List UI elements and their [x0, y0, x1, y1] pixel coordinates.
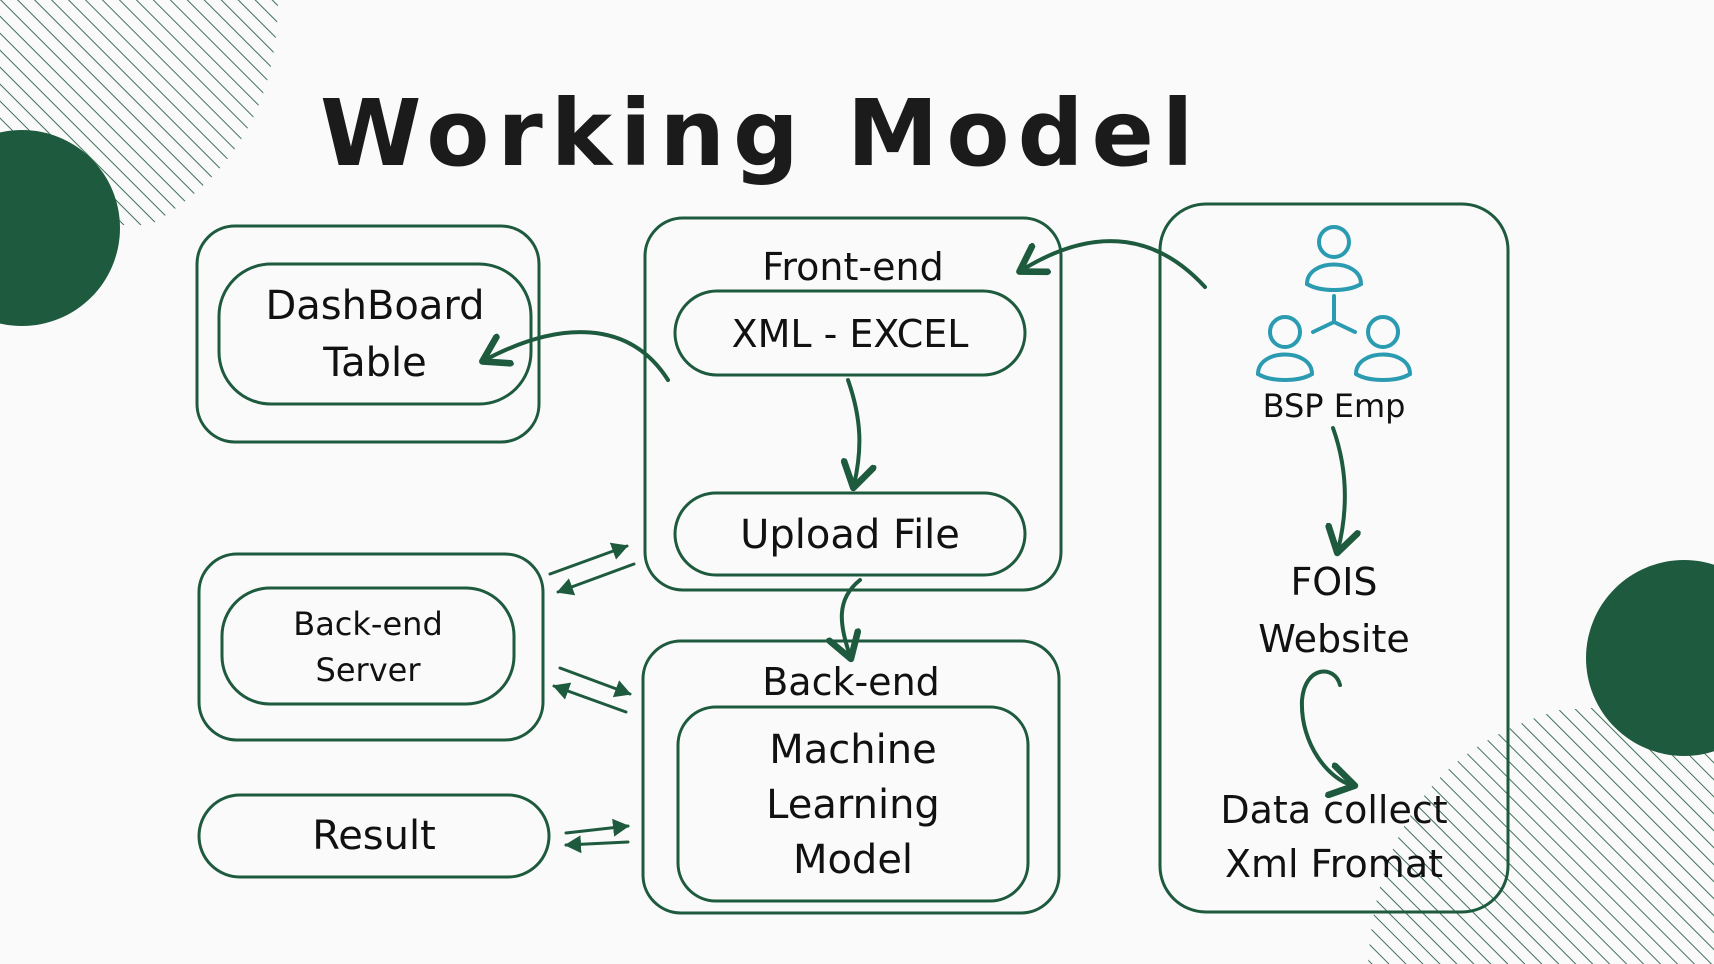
circle-top-left [0, 130, 120, 326]
bsp-emp-label: BSP Emp [1262, 387, 1406, 425]
source-box [1158, 202, 1510, 914]
people-network-icon [1255, 225, 1413, 382]
arrow-upload-to-backend [842, 578, 862, 656]
arrow-xml-to-upload [848, 378, 859, 485]
dashboard-label-line2: Table [323, 340, 427, 386]
dashboard-outer-box [195, 224, 541, 444]
upload-file-label: Upload File [740, 512, 960, 558]
backend-server-label-line1: Back-end [293, 605, 443, 643]
circle-bottom-right [1586, 560, 1714, 756]
frontend-title: Front-end [762, 245, 944, 289]
xml-excel-label: XML - EXCEL [731, 312, 969, 356]
ml-label-line1: Machine [769, 727, 937, 773]
result-label: Result [312, 813, 436, 859]
dashboard-label-line1: DashBoard [265, 283, 485, 329]
backend-server-label-line2: Server [315, 651, 421, 689]
fois-label-line2: Website [1258, 617, 1410, 661]
arrow-result-to-backend [564, 818, 630, 837]
backend-server-inner-box [220, 586, 516, 706]
arrow-bsp-to-fois [1333, 426, 1345, 550]
arrow-backend-to-result [564, 835, 630, 854]
arrow-backend-to-server [552, 682, 628, 714]
frontend-box [643, 216, 1063, 592]
arrow-frontend-to-server [556, 562, 636, 596]
upload-file-box [673, 491, 1027, 577]
page-title: Working Model [320, 80, 1202, 187]
ml-label-line3: Model [792, 837, 914, 883]
backend-server-outer-box [197, 552, 545, 742]
dashboard-inner-box [217, 262, 533, 406]
data-collect-label-line2: Xml Fromat [1224, 842, 1444, 886]
data-collect-label-line1: Data collect [1220, 788, 1448, 832]
xml-excel-box [673, 289, 1027, 377]
arrow-source-to-frontend [1022, 239, 1207, 289]
arrow-server-to-backend [558, 666, 632, 698]
fois-label-line1: FOIS [1290, 560, 1378, 604]
ml-label-line2: Learning [766, 782, 940, 828]
ml-model-box [676, 705, 1030, 903]
arrow-server-to-frontend [548, 542, 629, 576]
result-box [197, 793, 551, 879]
arrow-fois-to-data [1299, 669, 1352, 785]
backend-title: Back-end [762, 660, 940, 704]
arrow-frontend-to-dashboard [485, 330, 670, 382]
hatch-bottom-right [1368, 700, 1714, 964]
